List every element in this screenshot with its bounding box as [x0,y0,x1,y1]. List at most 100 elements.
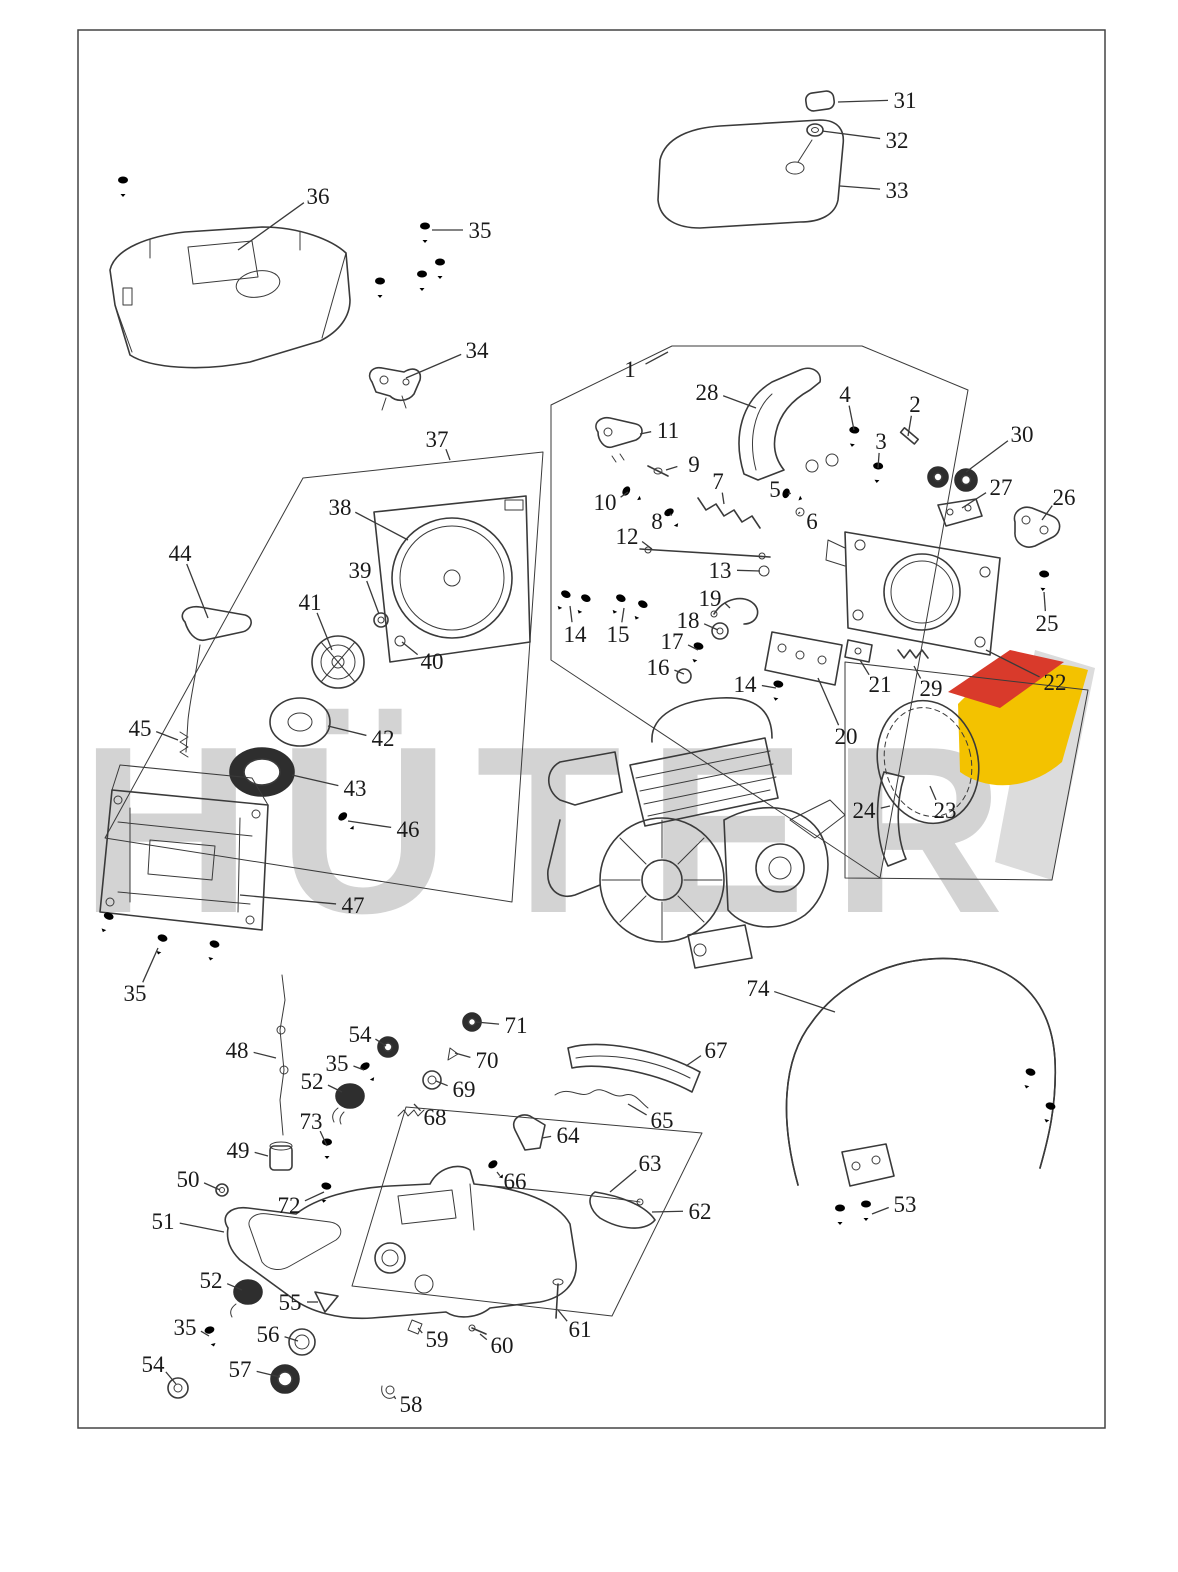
callout-label-59: 59 [426,1327,449,1352]
callout-label-45: 45 [129,716,152,741]
callout-label-23: 23 [934,798,957,823]
callout-label-54: 54 [349,1022,373,1047]
callout-label-11: 11 [657,418,679,443]
callout-leader-line [417,1327,423,1334]
callout-leader-line [254,1151,269,1157]
callout-leader-line [435,1080,448,1087]
callout-label-5: 5 [769,477,781,502]
sprocket-cover-drawing [825,531,1001,656]
callout-leader-line [685,1055,702,1067]
brake-handguard-drawing [738,367,839,481]
callout-label-65: 65 [651,1108,674,1133]
callout-label-33: 33 [886,178,909,203]
callout-label-40: 40 [421,649,444,674]
callout-leader-line [445,448,451,461]
callout-leader-line [797,511,801,515]
callout-leader-line [226,1283,243,1291]
callout-label-56: 56 [257,1322,280,1347]
callout-label-2: 2 [909,392,921,417]
bottom-fastener-drawings [167,1278,564,1399]
callout-leader-line [203,1182,221,1191]
callout-leader-line [817,677,840,726]
callout-leader-line [454,1052,471,1059]
callout-label-20: 20 [835,724,858,749]
callout-leader-line [327,725,367,737]
throttle-parts-drawings [215,974,482,1204]
callout-label-35: 35 [174,1315,197,1340]
callout-leader-line [319,1130,328,1147]
callout-label-22: 22 [1044,670,1067,695]
callout-leader-line [848,405,855,431]
callout-label-42: 42 [372,726,395,751]
callout-label-38: 38 [329,495,352,520]
callout-label-70: 70 [476,1048,499,1073]
callout-label-72: 72 [278,1193,301,1218]
callout-leader-line [669,513,673,516]
callout-leader-line [961,492,987,509]
callout-leader-line [724,602,731,609]
callout-leader-line [256,1370,281,1378]
callout-leader-line [366,580,380,615]
callout-leader-line [165,1371,177,1385]
callout-label-10: 10 [594,490,617,515]
callout-leader-line [347,820,392,829]
callout-leader-line [877,452,880,469]
callout-leader-line [609,1169,637,1193]
callout-label-74: 74 [747,976,771,1001]
callout-label-48: 48 [226,1038,249,1063]
callout-label-12: 12 [616,524,639,549]
callout-label-73: 73 [300,1109,323,1134]
callout-label-26: 26 [1053,485,1076,510]
callout-leader-line [155,731,179,741]
callout-leader-line [239,894,337,905]
callout-leader-line [722,395,757,409]
callout-leader-line [639,431,652,435]
callout-label-35: 35 [326,1051,349,1076]
callout-label-17: 17 [661,629,684,654]
callout-label-9: 9 [688,452,700,477]
screw-icon [835,1204,845,1225]
callout-leader-line [393,1395,397,1400]
callout-label-68: 68 [424,1105,447,1130]
top-cover-drawing [109,226,351,369]
callout-label-52: 52 [301,1069,324,1094]
callout-leader-line [479,1333,488,1341]
callout-leader-line [787,492,792,495]
callout-label-14: 14 [564,622,588,647]
screw-icon [435,258,445,279]
callout-label-37: 37 [426,427,449,452]
callout-label-32: 32 [886,128,909,153]
diagram-border [77,29,1106,1429]
callout-label-29: 29 [920,676,943,701]
callout-label-24: 24 [853,798,877,823]
callout-label-67: 67 [705,1038,728,1063]
screw-icon [417,270,427,291]
callout-leader-line [703,623,719,631]
callout-leader-line [665,465,678,471]
callout-label-6: 6 [806,509,818,534]
callout-leader-line [907,415,913,437]
callout-leader-line [880,805,891,809]
callout-label-19: 19 [699,586,722,611]
callout-leader-line [541,1135,552,1139]
callout-label-13: 13 [709,558,732,583]
chain-and-guard-drawing [876,699,980,867]
callout-label-8: 8 [651,509,663,534]
callout-label-41: 41 [299,590,322,615]
callout-leader-line [413,1103,422,1112]
callout-label-52: 52 [200,1268,223,1293]
brand-logo [948,650,1095,880]
callout-leader-line [496,1171,501,1177]
screw-icon [1021,1067,1037,1090]
logo-red-swoosh [948,650,1064,708]
brake-linkage-drawings [554,416,1061,702]
callout-leader-line [985,649,1040,678]
callout-leader-line [401,641,419,656]
callout-leader-line [859,659,870,676]
starter-frame-line [104,451,544,903]
callout-label-34: 34 [466,338,490,363]
callout-label-43: 43 [344,776,367,801]
